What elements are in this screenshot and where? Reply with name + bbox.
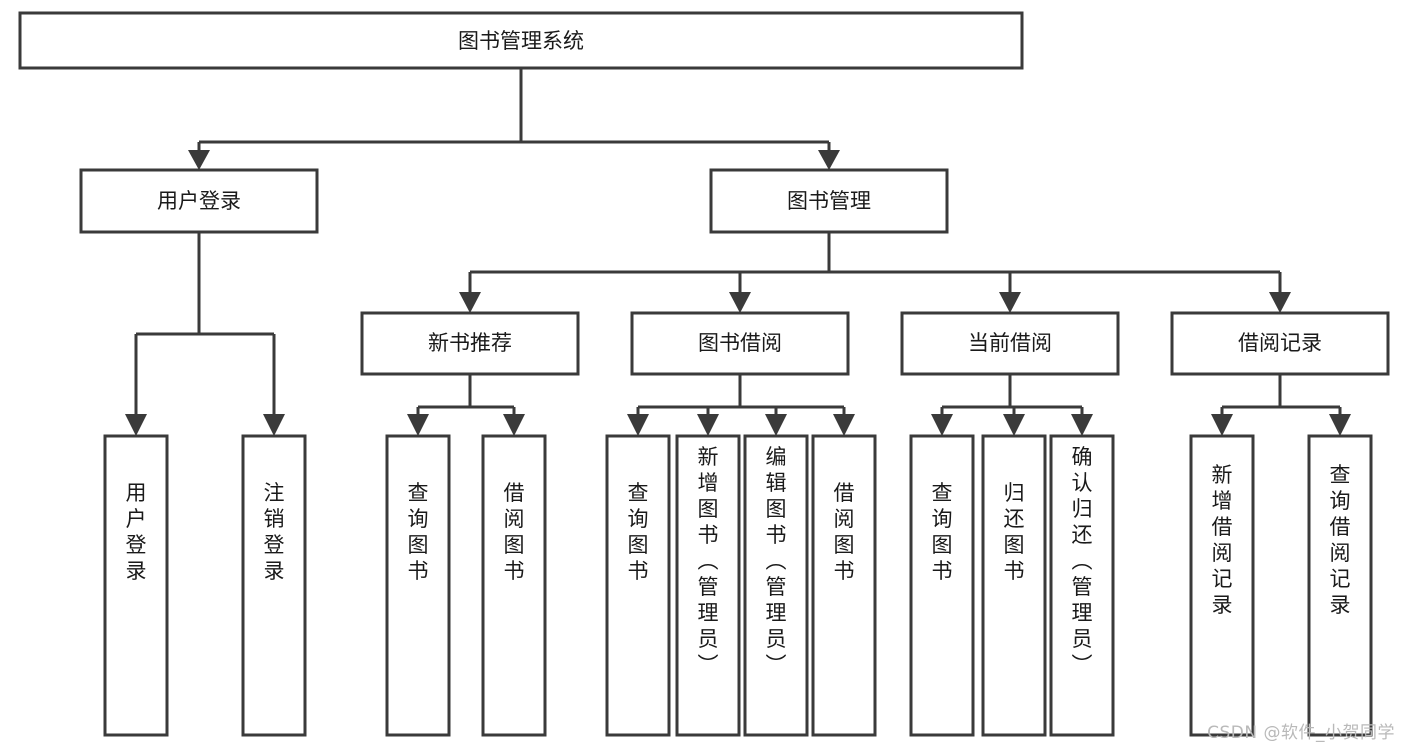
leaf-node-nbr-borrow-book[interactable]: 借阅图书 (481, 434, 547, 737)
node-user-login[interactable]: 用户登录 (79, 168, 319, 234)
node-user-login-label: 用户登录 (157, 189, 241, 213)
leaf-br-query-record-rect[interactable] (1307, 434, 1373, 737)
arrowhead-cb-confirm (1071, 414, 1093, 436)
leaf-node-user-login[interactable]: 用户登录 (103, 434, 169, 737)
connector-layer (125, 68, 1351, 436)
leaf-node-bb-borrow-book[interactable]: 借阅图书 (811, 434, 877, 737)
leaf-bb-borrow-book-label: 借阅图书 (834, 481, 855, 583)
node-new-book-recommend[interactable]: 新书推荐 (360, 311, 580, 376)
arrowhead-nbr-borrow (503, 414, 525, 436)
node-book-management-label: 图书管理 (787, 189, 871, 213)
arrowhead-bb-add (697, 414, 719, 436)
node-book-borrow-label: 图书借阅 (698, 331, 782, 355)
arrowhead-book-mgmt (818, 150, 840, 170)
leaf-cb-confirm-return-admin-label: 确认归还︵管理员︶ (1072, 445, 1093, 677)
arrowhead-cb-return (1003, 414, 1025, 436)
leaf-nbr-query-book-label: 查询图书 (408, 481, 429, 583)
arrowhead-br-query (1329, 414, 1351, 436)
arrowhead-borrow-record (1269, 292, 1291, 313)
leaf-node-bb-edit-book-admin[interactable]: 编辑图书︵管理员︶ (743, 434, 809, 737)
node-borrow-record[interactable]: 借阅记录 (1170, 311, 1390, 376)
connector-currentborrow-to-leaves (931, 374, 1093, 436)
arrowhead-bb-borrow (833, 414, 855, 436)
arrowhead-new-book-rec (459, 292, 481, 313)
connector-bookborrow-to-leaves (627, 374, 855, 436)
node-current-borrow-rect[interactable] (900, 311, 1120, 376)
leaf-node-br-query-record[interactable]: 查询借阅记录 (1307, 434, 1373, 737)
node-root-label: 图书管理系统 (458, 29, 584, 53)
leaf-bb-add-book-admin-rect[interactable] (675, 434, 741, 737)
leaf-br-query-record-label: 查询借阅记录 (1330, 463, 1351, 617)
node-root[interactable]: 图书管理系统 (18, 11, 1024, 70)
arrowhead-cb-query (931, 414, 953, 436)
node-new-book-recommend-rect[interactable] (360, 311, 580, 376)
node-book-borrow-rect[interactable] (630, 311, 850, 376)
leaf-cb-query-book-label: 查询图书 (932, 481, 953, 583)
arrowhead-nbr-query (407, 414, 429, 436)
leaf-node-bb-query-book[interactable]: 查询图书 (605, 434, 671, 737)
leaf-bb-query-book-label: 查询图书 (628, 481, 649, 583)
node-borrow-record-label: 借阅记录 (1238, 331, 1322, 355)
arrowhead-current-borrow (999, 292, 1021, 313)
leaf-bb-add-book-admin-label: 新增图书︵管理员︶ (698, 445, 719, 677)
leaf-nbr-borrow-book-rect[interactable] (481, 434, 547, 737)
leaf-node-cb-return-book[interactable]: 归还图书 (981, 434, 1047, 737)
connector-root-to-level2 (188, 68, 840, 170)
leaf-bb-borrow-book-rect[interactable] (811, 434, 877, 737)
leaf-node-bb-add-book-admin[interactable]: 新增图书︵管理员︶ (675, 434, 741, 737)
arrowhead-bb-query (627, 414, 649, 436)
leaf-br-add-record-rect[interactable] (1189, 434, 1255, 737)
leaf-cb-query-book-rect[interactable] (909, 434, 975, 737)
leaf-bb-edit-book-admin-rect[interactable] (743, 434, 809, 737)
leaf-br-add-record-label: 新增借阅记录 (1212, 463, 1233, 617)
leaf-nbr-borrow-book-label: 借阅图书 (504, 481, 525, 583)
node-current-borrow-label: 当前借阅 (968, 331, 1052, 355)
leaf-nbr-query-book-rect[interactable] (385, 434, 451, 737)
leaf-cb-confirm-return-admin-rect[interactable] (1049, 434, 1115, 737)
node-current-borrow[interactable]: 当前借阅 (900, 311, 1120, 376)
leaf-node-nbr-query-book[interactable]: 查询图书 (385, 434, 451, 737)
arrowhead-bb-edit (765, 414, 787, 436)
node-root-rect[interactable] (18, 11, 1024, 70)
leaf-user-login-label: 用户登录 (126, 481, 147, 583)
node-new-book-recommend-label: 新书推荐 (428, 331, 512, 355)
node-borrow-record-rect[interactable] (1170, 311, 1390, 376)
arrowhead-leaf-user-login (125, 414, 147, 436)
leaf-node-cb-confirm-return-admin[interactable]: 确认归还︵管理员︶ (1049, 434, 1115, 737)
connector-bookmgmt-to-level3 (459, 232, 1291, 313)
node-user-login-rect[interactable] (79, 168, 319, 234)
arrowhead-user-login (188, 150, 210, 170)
leaf-user-login-rect[interactable] (103, 434, 169, 737)
connector-borrowrecord-to-leaves (1211, 374, 1351, 436)
connector-newbookrec-to-leaves (407, 374, 525, 436)
leaf-cb-return-book-rect[interactable] (981, 434, 1047, 737)
node-book-management[interactable]: 图书管理 (709, 168, 949, 234)
leaf-bb-edit-book-admin-label: 编辑图书︵管理员︶ (766, 445, 787, 677)
leaf-node-br-add-record[interactable]: 新增借阅记录 (1189, 434, 1255, 737)
leaf-node-logout[interactable]: 注销登录 (241, 434, 307, 737)
arrowhead-br-add (1211, 414, 1233, 436)
leaf-logout-label: 注销登录 (264, 481, 285, 583)
connector-userlogin-to-leaves (125, 232, 285, 436)
csdn-watermark: CSDN @软件_小贺同学 (1207, 723, 1395, 743)
leaf-logout-rect[interactable] (241, 434, 307, 737)
leaf-node-cb-query-book[interactable]: 查询图书 (909, 434, 975, 737)
node-book-management-rect[interactable] (709, 168, 949, 234)
node-book-borrow[interactable]: 图书借阅 (630, 311, 850, 376)
arrowhead-book-borrow (729, 292, 751, 313)
arrowhead-leaf-logout (263, 414, 285, 436)
leaf-cb-return-book-label: 归还图书 (1004, 481, 1025, 583)
leaf-bb-query-book-rect[interactable] (605, 434, 671, 737)
